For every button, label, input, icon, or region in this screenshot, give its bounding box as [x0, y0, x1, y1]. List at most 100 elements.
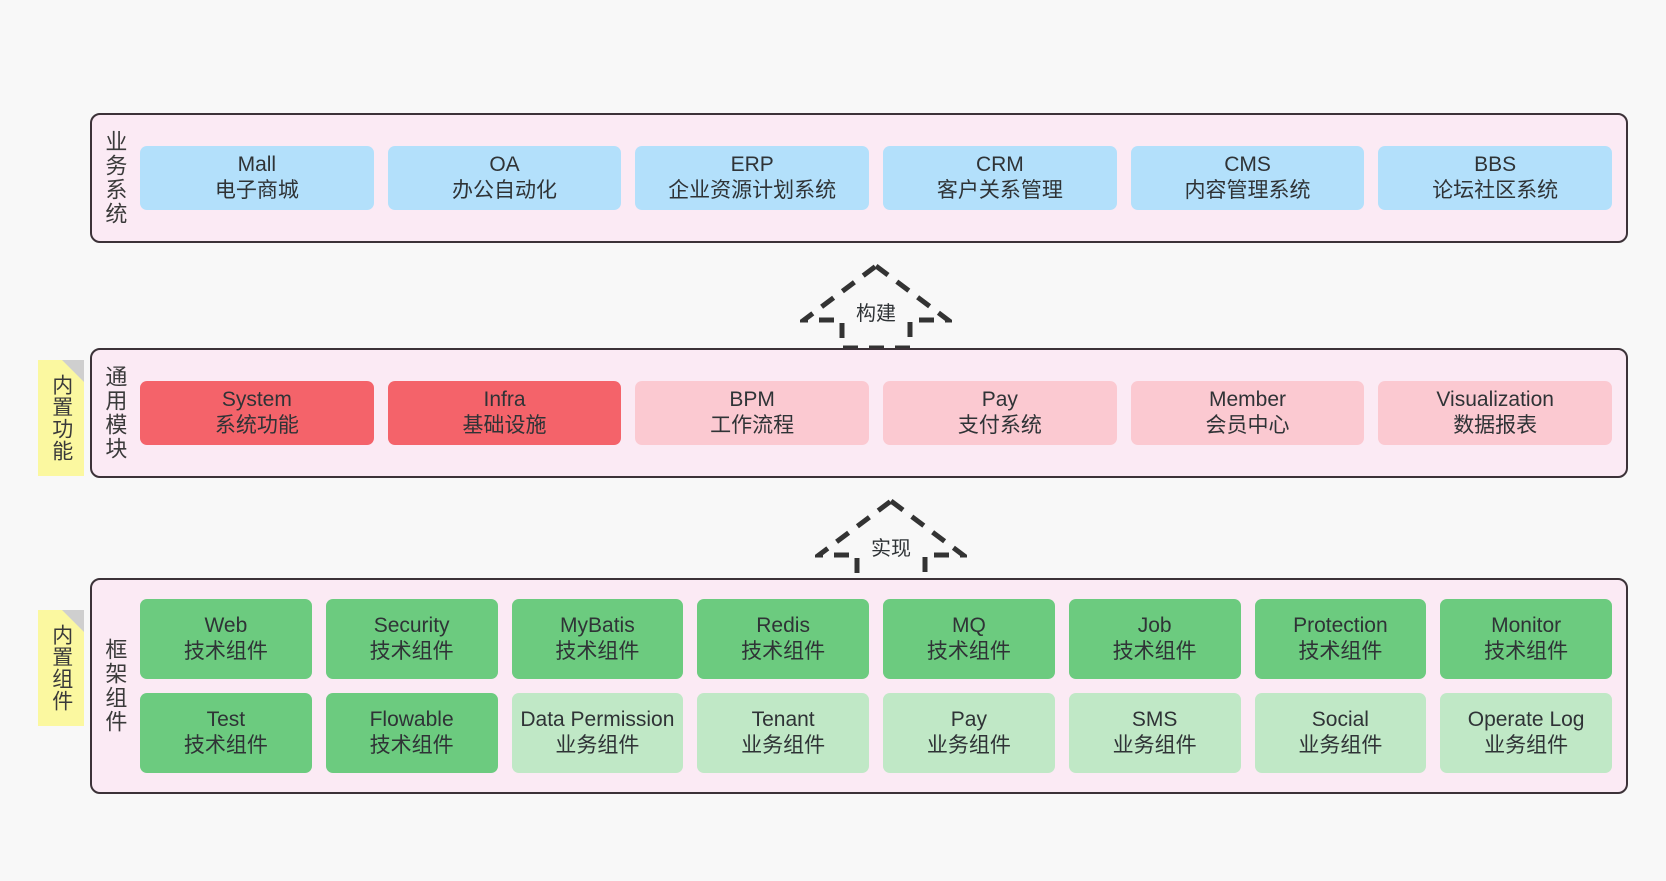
card-pay-component[interactable]: Pay 业务组件: [883, 693, 1055, 773]
card-title: Pay: [950, 708, 987, 732]
card-title: Job: [1137, 614, 1172, 638]
card-subtitle: 业务组件: [926, 734, 1011, 757]
card-subtitle: 技术组件: [555, 640, 640, 663]
arrow-build-label: 构建: [853, 297, 899, 326]
card-mybatis[interactable]: MyBatis 技术组件: [511, 599, 684, 679]
card-subtitle: 业务组件: [1298, 734, 1383, 757]
card-sms[interactable]: SMS 业务组件: [1068, 693, 1241, 773]
card-oa[interactable]: OA 办公自动化: [387, 146, 622, 210]
card-title: MQ: [951, 614, 986, 638]
card-mall[interactable]: Mall 电子商城: [140, 146, 374, 210]
card-title: Visualization: [1436, 388, 1554, 412]
card-title: BBS: [1474, 153, 1517, 177]
card-title: Mall: [237, 153, 277, 177]
card-title: MyBatis: [560, 614, 635, 638]
card-subtitle: 基础设施: [462, 414, 547, 437]
card-subtitle: 业务组件: [555, 734, 640, 757]
card-bpm[interactable]: BPM 工作流程: [635, 381, 870, 445]
card-flowable[interactable]: Flowable 技术组件: [325, 693, 498, 773]
card-title: Web: [204, 614, 248, 638]
card-subtitle: 数据报表: [1453, 414, 1538, 437]
layer-title-framework-component: 框架组件: [102, 638, 128, 734]
card-title: BPM: [729, 388, 775, 412]
card-security[interactable]: Security 技术组件: [325, 599, 498, 679]
card-row: Test 技术组件 Flowable 技术组件 Data Permission …: [140, 693, 1612, 773]
card-web[interactable]: Web 技术组件: [140, 599, 312, 679]
card-subtitle: 客户关系管理: [936, 179, 1063, 202]
card-title: Monitor: [1491, 614, 1562, 638]
card-row: Mall 电子商城 OA 办公自动化 ERP 企业资源计划系统 CRM 客户关系…: [140, 146, 1613, 210]
card-subtitle: 企业资源计划系统: [668, 179, 837, 202]
card-tenant[interactable]: Tenant 业务组件: [697, 693, 869, 773]
layer-title-common-module: 通用模块: [102, 365, 128, 461]
card-title: ERP: [730, 153, 774, 177]
card-subtitle: 系统功能: [214, 414, 299, 437]
card-subtitle: 技术组件: [926, 640, 1011, 663]
card-subtitle: 办公自动化: [452, 179, 557, 202]
arrow-implement-label: 实现: [868, 532, 914, 561]
layer-body-common-module: System 系统功能 Infra 基础设施 BPM 工作流程 Pay 支付系统…: [136, 350, 1626, 476]
card-row: System 系统功能 Infra 基础设施 BPM 工作流程 Pay 支付系统…: [140, 381, 1613, 445]
card-subtitle: 技术组件: [741, 640, 826, 663]
card-monitor[interactable]: Monitor 技术组件: [1440, 599, 1612, 679]
card-member[interactable]: Member 会员中心: [1130, 381, 1365, 445]
sticky-note-builtin-functions: 内置功能: [38, 360, 84, 476]
card-title: Member: [1209, 388, 1287, 412]
card-visualization[interactable]: Visualization 数据报表: [1378, 381, 1613, 445]
card-subtitle: 技术组件: [369, 640, 454, 663]
card-subtitle: 工作流程: [710, 414, 795, 437]
card-erp[interactable]: ERP 企业资源计划系统: [635, 146, 870, 210]
card-title: OA: [489, 153, 520, 177]
card-title: Pay: [981, 388, 1018, 412]
card-protection[interactable]: Protection 技术组件: [1254, 599, 1427, 679]
card-job[interactable]: Job 技术组件: [1068, 599, 1241, 679]
card-mq[interactable]: MQ 技术组件: [883, 599, 1055, 679]
card-cms[interactable]: CMS 内容管理系统: [1130, 146, 1365, 210]
card-social[interactable]: Social 业务组件: [1254, 693, 1427, 773]
card-title: CMS: [1224, 153, 1271, 177]
folded-corner-icon: [62, 610, 84, 632]
card-title: Infra: [483, 388, 526, 412]
card-title: Data Permission: [520, 708, 675, 732]
card-operate-log[interactable]: Operate Log 业务组件: [1440, 693, 1612, 773]
layer-business-system: 业务系统 Mall 电子商城 OA 办公自动化 ERP 企业资源计划系统 CRM…: [90, 113, 1628, 243]
card-bbs[interactable]: BBS 论坛社区系统: [1378, 146, 1613, 210]
card-system[interactable]: System 系统功能: [140, 381, 374, 445]
card-subtitle: 技术组件: [369, 734, 454, 757]
card-pay-module[interactable]: Pay 支付系统: [883, 381, 1117, 445]
layer-body-framework-component: Web 技术组件 Security 技术组件 MyBatis 技术组件 Redi…: [136, 580, 1626, 792]
sticky-note-builtin-components: 内置组件: [38, 610, 84, 726]
card-infra[interactable]: Infra 基础设施: [387, 381, 622, 445]
card-title: Test: [206, 708, 246, 732]
card-title: Flowable: [369, 708, 454, 732]
card-title: Security: [373, 614, 450, 638]
card-data-permission[interactable]: Data Permission 业务组件: [511, 693, 684, 773]
layer-body-business-system: Mall 电子商城 OA 办公自动化 ERP 企业资源计划系统 CRM 客户关系…: [136, 115, 1626, 241]
card-subtitle: 技术组件: [1484, 640, 1569, 663]
card-title: Social: [1311, 708, 1369, 732]
card-subtitle: 支付系统: [957, 414, 1042, 437]
card-subtitle: 业务组件: [741, 734, 826, 757]
card-test[interactable]: Test 技术组件: [140, 693, 312, 773]
card-crm[interactable]: CRM 客户关系管理: [883, 146, 1117, 210]
card-subtitle: 内容管理系统: [1184, 179, 1311, 202]
arrow-build: 构建: [800, 262, 952, 350]
layer-title-business-system: 业务系统: [102, 130, 128, 226]
layer-common-module: 通用模块 System 系统功能 Infra 基础设施 BPM 工作流程 Pay…: [90, 348, 1628, 478]
card-title: Operate Log: [1467, 708, 1585, 732]
card-subtitle: 业务组件: [1484, 734, 1569, 757]
card-title: CRM: [975, 153, 1024, 177]
card-subtitle: 技术组件: [183, 734, 268, 757]
card-title: Redis: [756, 614, 810, 638]
card-redis[interactable]: Redis 技术组件: [697, 599, 869, 679]
sticky-note-label: 内置组件: [49, 624, 73, 712]
card-title: SMS: [1131, 708, 1178, 732]
arrow-implement: 实现: [815, 497, 967, 585]
card-subtitle: 技术组件: [1298, 640, 1383, 663]
card-row: Web 技术组件 Security 技术组件 MyBatis 技术组件 Redi…: [140, 599, 1612, 679]
folded-corner-icon: [62, 360, 84, 382]
layer-framework-component: 框架组件 Web 技术组件 Security 技术组件 MyBatis 技术组件…: [90, 578, 1628, 794]
card-subtitle: 技术组件: [1112, 640, 1197, 663]
card-title: Tenant: [751, 708, 815, 732]
